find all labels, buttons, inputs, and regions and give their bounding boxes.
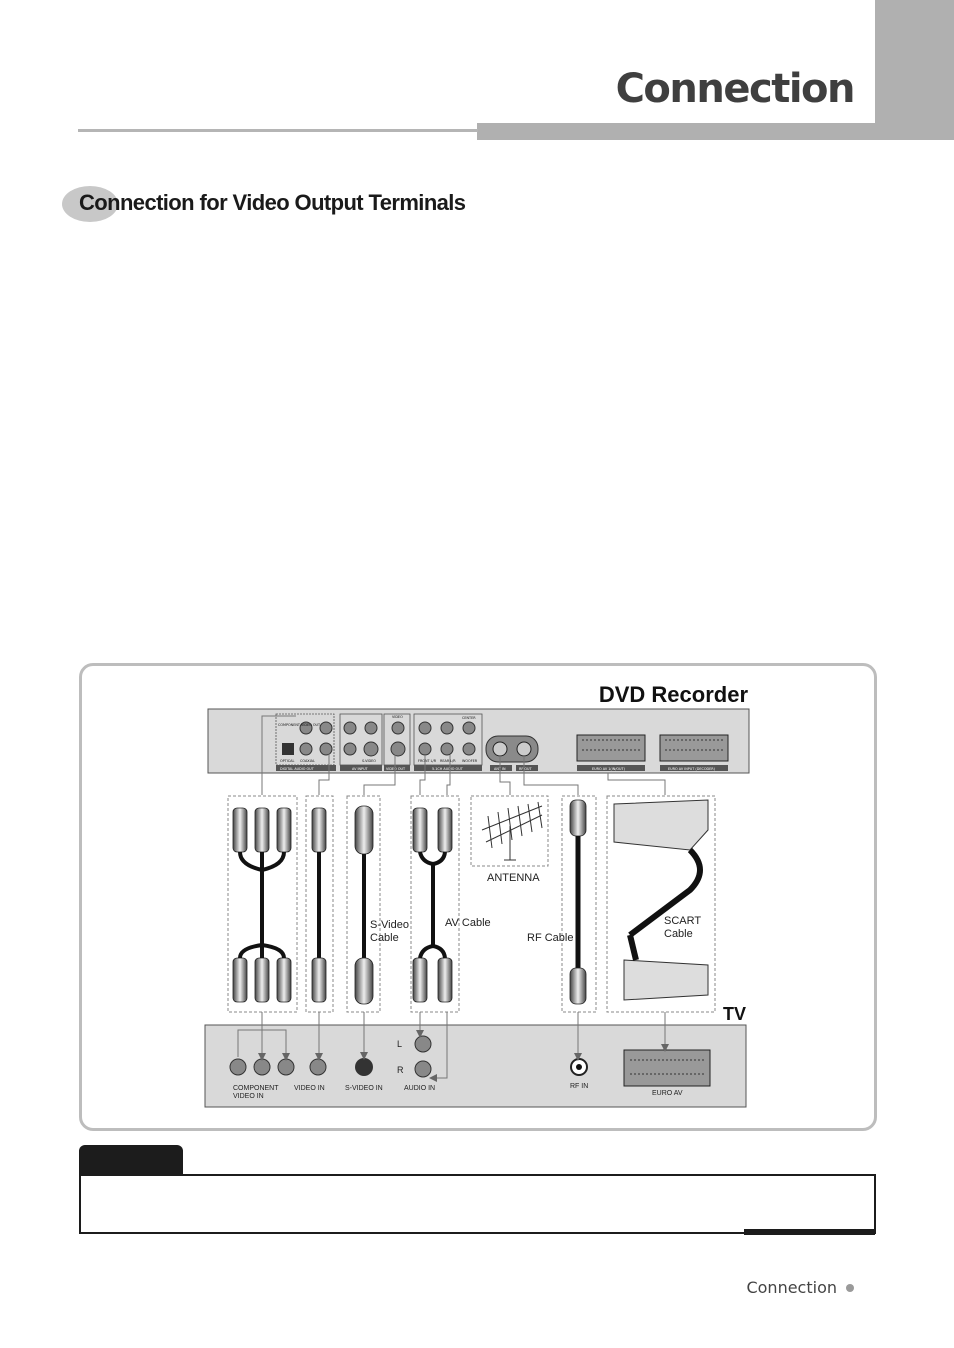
label-audio-r: R	[397, 1065, 404, 1075]
corner-tab	[875, 0, 954, 140]
s-video-cable	[354, 805, 374, 1005]
rf-cable	[569, 799, 587, 1005]
label-audio-out: 5.1CH AUDIO OUT	[432, 767, 464, 771]
label-rf-out: RF OUT	[519, 767, 533, 771]
antenna-label: ANTENNA	[487, 872, 540, 884]
video-cable	[311, 807, 327, 1003]
scart-cable	[613, 799, 709, 1001]
label-digital-audio-out: DIGITAL AUDIO OUT	[280, 767, 315, 771]
label-audio-l: L	[397, 1039, 402, 1049]
label-center: CENTER	[462, 716, 476, 720]
label-s-video-in: S-VIDEO IN	[345, 1085, 383, 1092]
label-front: FRONT L/R	[418, 759, 437, 763]
label-video: VIDEO	[392, 715, 403, 719]
dvd-recorder-rear-panel: COMPONENT VIDEO OUT OPTICAL COAXIAL DIGI…	[207, 708, 750, 774]
label-optical: OPTICAL	[280, 759, 294, 763]
tv-title: TV	[723, 1004, 746, 1024]
component-video-cable	[232, 807, 292, 1003]
label-euro-av-2: EURO AV INPUT (DECODER)	[668, 767, 716, 771]
label-audio-in: AUDIO IN	[404, 1085, 435, 1092]
dvd-recorder-title: DVD Recorder	[599, 682, 749, 707]
page-title: Connection	[615, 66, 856, 112]
label-coaxial: COAXIAL	[300, 759, 315, 763]
header-band	[477, 123, 954, 140]
av-cable-label: AV Cable	[445, 917, 491, 929]
section-bullet-ellipse	[62, 186, 118, 222]
label-euro-av: EURO AV	[652, 1090, 683, 1097]
label-component-video-out: COMPONENT VIDEO OUT	[278, 723, 321, 727]
label-rf-in: RF IN	[570, 1083, 588, 1090]
footer-page-label: Connection	[746, 1278, 837, 1297]
tv-connection-lines	[237, 1012, 669, 1082]
recorder-connection-lines	[261, 715, 666, 795]
note-accent-bar	[744, 1229, 875, 1235]
header-rule	[78, 129, 478, 132]
label-av-input: AV INPUT	[352, 767, 369, 771]
rf-cable-label: RF Cable	[527, 932, 573, 944]
note-tab	[79, 1145, 183, 1175]
antenna-icon	[481, 801, 543, 861]
av-cable	[412, 807, 453, 1003]
label-rear: REAR L/R	[440, 759, 456, 763]
label-video-out: VIDEO OUT	[386, 767, 406, 771]
footer-bullet-dot	[846, 1284, 854, 1292]
note-box	[79, 1174, 876, 1234]
label-video-in: VIDEO IN	[294, 1085, 325, 1092]
label-woofer: WOOFER	[462, 759, 478, 763]
label-euro-av-1: EURO AV 1(IN/OUT)	[592, 767, 626, 771]
label-s-video: S-VIDEO	[362, 759, 376, 763]
section-heading: Connection for Video Output Terminals	[79, 190, 466, 215]
